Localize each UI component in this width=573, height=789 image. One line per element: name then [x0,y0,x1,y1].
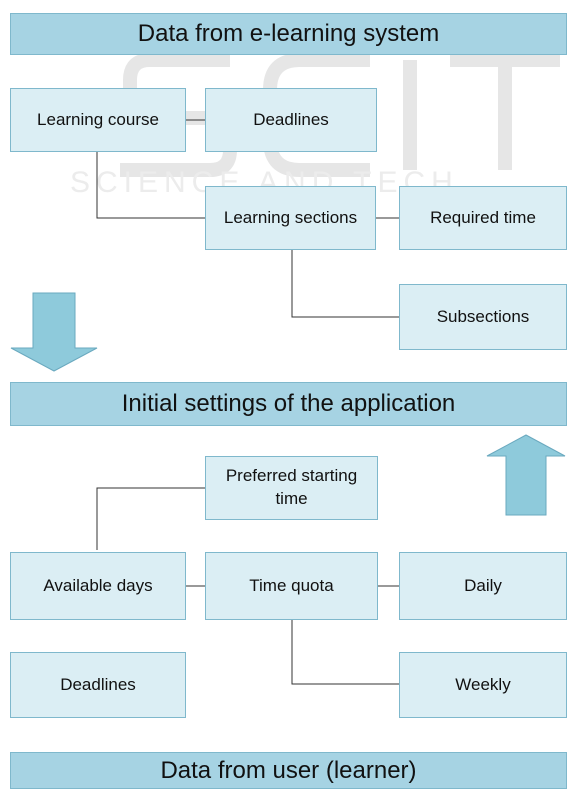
up-arrow-icon [486,434,566,516]
banner-elearning-data: Data from e-learning system [10,13,567,55]
box-deadlines-top: Deadlines [205,88,377,152]
down-arrow-icon [10,292,98,372]
box-available-days: Available days [10,552,186,620]
banner-initial-settings: Initial settings of the application [10,382,567,426]
banner-user-data: Data from user (learner) [10,752,567,789]
box-weekly: Weekly [399,652,567,718]
box-preferred-starting-time: Preferred starting time [205,456,378,520]
box-learning-course: Learning course [10,88,186,152]
box-time-quota: Time quota [205,552,378,620]
box-learning-sections: Learning sections [205,186,376,250]
box-required-time: Required time [399,186,567,250]
box-daily: Daily [399,552,567,620]
box-deadlines-bottom: Deadlines [10,652,186,718]
box-subsections: Subsections [399,284,567,350]
